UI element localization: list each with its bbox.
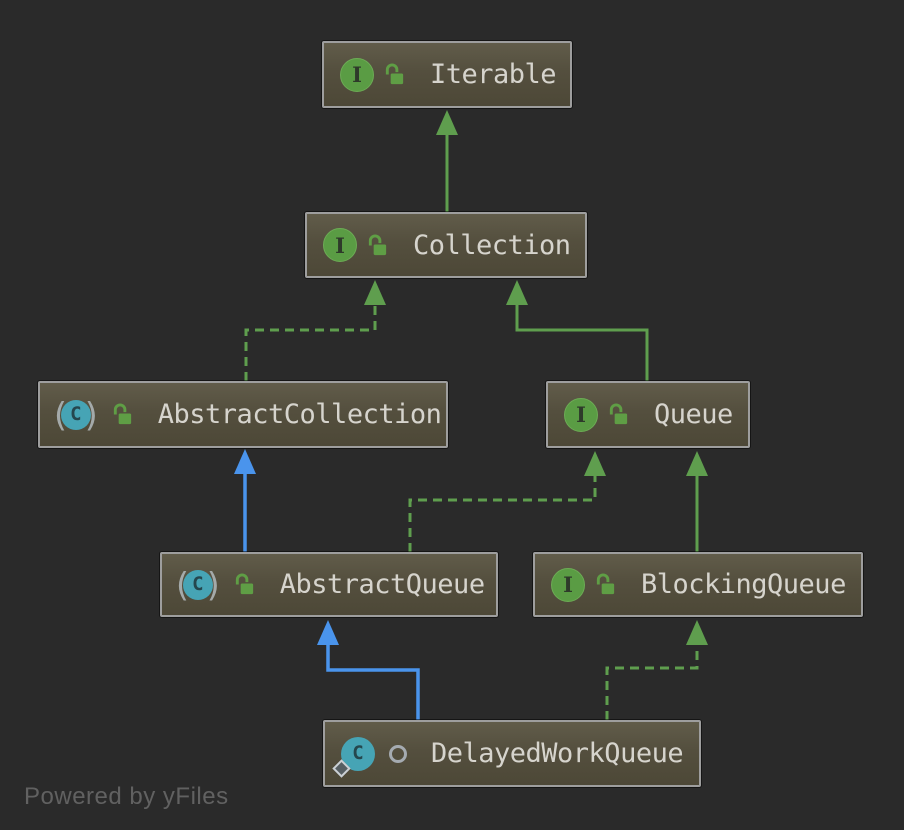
- interface-icon-letter: I: [576, 402, 586, 427]
- class-node-queue[interactable]: I Queue: [546, 381, 750, 448]
- class-node-collection[interactable]: I Collection: [305, 212, 587, 278]
- class-icon: C: [332, 736, 375, 778]
- public-visibility-lock-icon: [111, 403, 134, 426]
- abstract-paren-close: ): [81, 395, 102, 434]
- abstract-class-icon: ( C ): [172, 568, 224, 601]
- interface-icon-letter: I: [563, 572, 573, 597]
- class-node-delayedworkqueue[interactable]: C DelayedWorkQueue: [323, 720, 701, 787]
- class-node-iterable[interactable]: I Iterable: [322, 41, 572, 108]
- public-visibility-lock-icon: [233, 573, 256, 596]
- interface-icon: I: [564, 397, 598, 432]
- abstract-paren-open: (: [172, 565, 192, 604]
- interface-icon: I: [551, 567, 585, 602]
- edge-delayedworkqueue-extends-abstractqueue[interactable]: [317, 620, 420, 720]
- interface-icon-letter: I: [352, 62, 362, 87]
- edge-delayedworkqueue-implements-blockingqueue[interactable]: [605, 620, 708, 720]
- class-name-label: Queue: [654, 399, 733, 430]
- class-name-label: Iterable: [430, 59, 557, 90]
- class-name-label: BlockingQueue: [641, 569, 846, 600]
- public-visibility-lock-icon: [607, 403, 630, 426]
- edge-queue-extends-collection[interactable]: [506, 280, 649, 382]
- edge-blockingqueue-extends-queue[interactable]: [686, 451, 708, 552]
- class-icon-letter: C: [352, 742, 364, 764]
- public-visibility-lock-icon: [594, 573, 617, 596]
- class-icon-letter: C: [192, 573, 204, 595]
- edge-collection-extends-iterable[interactable]: [436, 110, 458, 212]
- class-node-blockingqueue[interactable]: I BlockingQueue: [533, 552, 863, 617]
- interface-icon-letter: I: [335, 232, 345, 258]
- edge-abstractqueue-extends-abstractcollection[interactable]: [234, 449, 256, 552]
- abstract-paren-close: ): [203, 565, 224, 604]
- class-name-label: Collection: [413, 229, 571, 261]
- package-private-visibility-icon: [389, 744, 407, 763]
- abstract-class-icon: ( C ): [50, 398, 102, 431]
- edge-abstractqueue-implements-queue[interactable]: [408, 451, 606, 552]
- yfiles-watermark: Powered by yFiles: [24, 783, 229, 810]
- class-node-abstractcollection[interactable]: ( C ) AbstractCollection: [38, 381, 448, 448]
- class-name-label: AbstractCollection: [157, 399, 442, 430]
- public-visibility-lock-icon: [383, 63, 406, 86]
- interface-icon: I: [340, 57, 374, 92]
- abstract-paren-open: (: [50, 395, 70, 434]
- class-name-label: DelayedWorkQueue: [431, 738, 684, 769]
- public-visibility-lock-icon: [366, 234, 389, 257]
- class-icon-letter: C: [70, 403, 82, 425]
- interface-icon: I: [323, 228, 357, 262]
- edge-abstractcollection-implements-collection[interactable]: [244, 280, 386, 381]
- class-node-abstractqueue[interactable]: ( C ) AbstractQueue: [160, 552, 498, 617]
- class-name-label: AbstractQueue: [279, 569, 485, 600]
